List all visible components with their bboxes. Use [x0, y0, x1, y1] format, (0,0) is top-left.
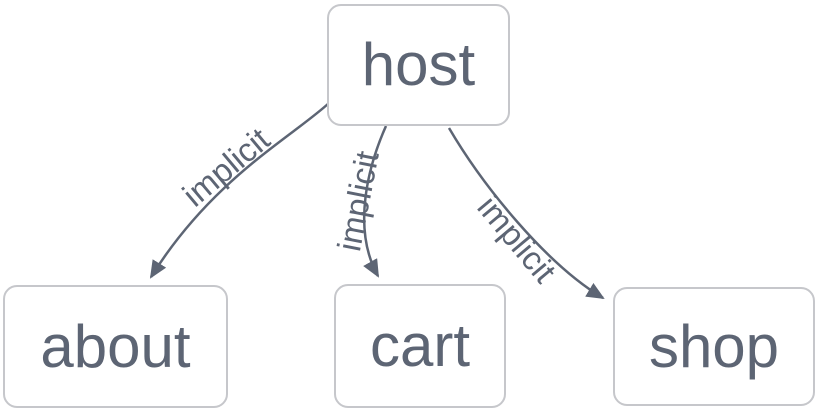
node-host-label: host — [361, 31, 476, 98]
edge-host-about — [149, 102, 330, 279]
node-about-label: about — [40, 312, 191, 380]
node-shop: shop — [613, 287, 815, 406]
node-about: about — [3, 285, 228, 408]
edge-host-shop — [447, 127, 605, 300]
node-cart: cart — [334, 284, 506, 408]
node-host: host — [327, 4, 510, 126]
edge-host-cart — [362, 125, 388, 278]
node-shop-label: shop — [648, 312, 780, 380]
node-cart-label: cart — [369, 312, 471, 379]
